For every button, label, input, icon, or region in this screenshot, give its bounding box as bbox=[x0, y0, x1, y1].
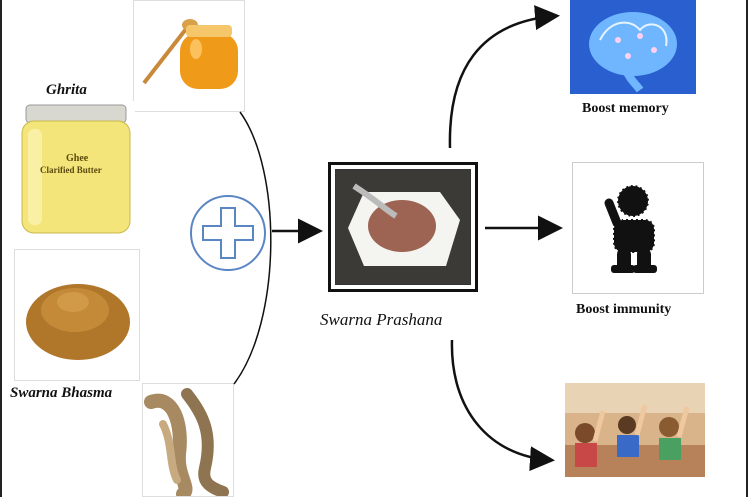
root-herb-image bbox=[142, 383, 234, 497]
jar-text-line2: Clarified Butter bbox=[40, 165, 102, 175]
brain-image bbox=[570, 0, 696, 94]
honey-image bbox=[133, 0, 245, 112]
bracket-curve bbox=[233, 111, 272, 385]
jar-text-line1: Ghee bbox=[66, 153, 89, 164]
arrow-to-memory bbox=[448, 5, 560, 149]
baby-icon bbox=[572, 162, 704, 294]
boost-immunity-label: Boost immunity bbox=[576, 302, 672, 317]
swarna-bhasma-label: Swarna Bhasma bbox=[10, 385, 113, 401]
ghrita-label: Ghrita bbox=[46, 82, 87, 98]
swarna-bhasma-image bbox=[14, 249, 140, 381]
arrow-to-classroom bbox=[450, 339, 555, 472]
boost-memory-label: Boost memory bbox=[582, 101, 669, 116]
swarna-prashana-image bbox=[328, 162, 478, 292]
swarna-prashana-label: Swarna Prashana bbox=[320, 310, 443, 329]
ghee-jar-image: Ghee Clarified Butter bbox=[18, 101, 135, 241]
classroom-image bbox=[565, 383, 705, 477]
